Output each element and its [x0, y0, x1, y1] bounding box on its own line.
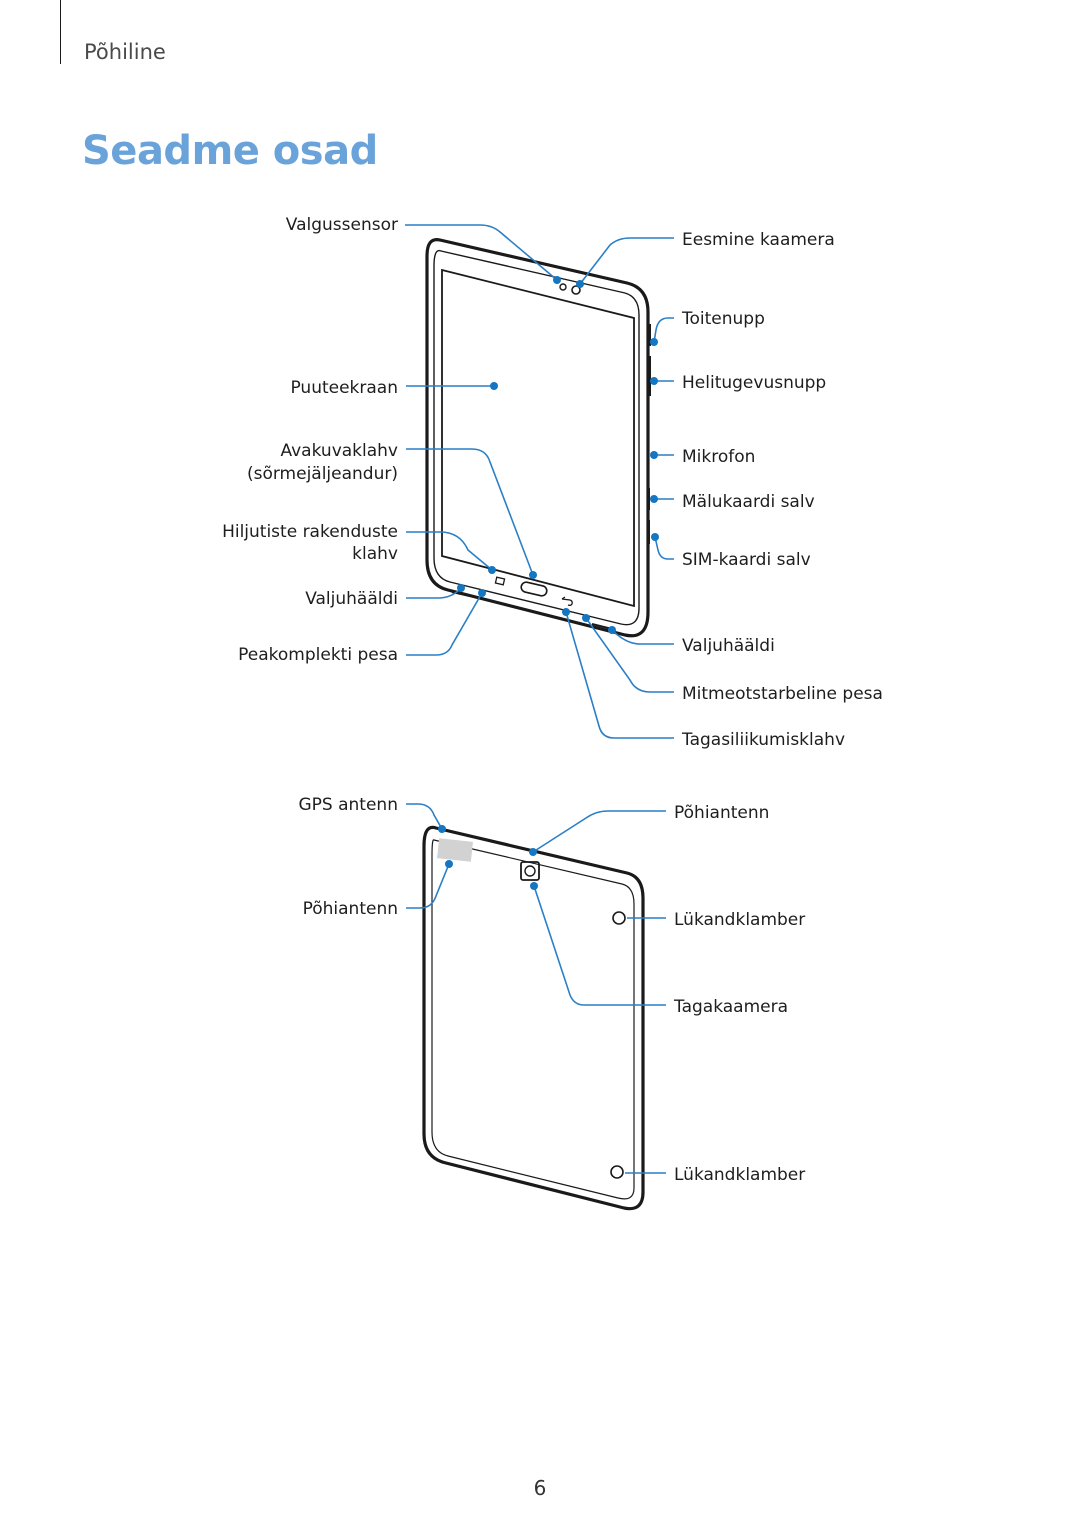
tablet-back-view: [422, 825, 645, 1211]
label-microphone: Mikrofon: [682, 447, 755, 467]
callout-sim-tray: SIM-kaardi salv: [651, 533, 811, 570]
home-key-icon: [520, 581, 548, 597]
callout-main-antenna-left: Põhiantenn: [303, 860, 453, 919]
rear-camera-icon: [520, 861, 540, 881]
hook-hole-top-icon: [612, 911, 626, 925]
page-title: Seadme osad: [82, 128, 378, 174]
section-rule: [60, 0, 61, 64]
callout-recent-apps: Hiljutiste rakenduste klahv: [222, 522, 496, 574]
callout-rear-camera: Tagakaamera: [530, 882, 788, 1017]
label-sim-tray: SIM-kaardi salv: [682, 550, 811, 570]
label-light-sensor: Valgussensor: [286, 215, 398, 235]
callout-volume-key: Helitugevusnupp: [650, 373, 826, 393]
sim-tray-shape: [647, 520, 650, 544]
label-hook-top: Lükandklamber: [674, 910, 805, 930]
section-label: Põhiline: [84, 40, 166, 64]
callout-hook-bottom: Lükandklamber: [625, 1165, 805, 1185]
hook-hole-bottom-icon: [610, 1165, 624, 1179]
light-sensor-icon: [559, 283, 567, 291]
callout-multipurpose-jack: Mitmeotstarbeline pesa: [582, 614, 883, 704]
callout-speaker-left: Valjuhääldi: [305, 584, 465, 609]
label-speaker-left: Valjuhääldi: [305, 589, 398, 609]
label-recent-apps-2: klahv: [352, 544, 398, 564]
label-hook-bottom: Lükandklamber: [674, 1165, 805, 1185]
label-front-camera: Eesmine kaamera: [682, 230, 835, 250]
label-multipurpose-jack: Mitmeotstarbeline pesa: [682, 684, 883, 704]
recent-apps-icon: [494, 576, 506, 586]
label-home-key-1: Avakuvaklahv: [280, 441, 398, 461]
back-key-icon: [561, 596, 573, 606]
callout-hook-top: Lükandklamber: [627, 910, 805, 930]
callout-home-key: Avakuvaklahv (sõrmejäljeandur): [247, 441, 537, 579]
callout-gps-antenna: GPS antenn: [299, 795, 446, 833]
callout-front-camera: Eesmine kaamera: [576, 230, 835, 288]
label-power-key: Toitenupp: [681, 309, 765, 329]
device-layout-diagram: Valgussensor Puuteekraan Avakuvaklahv (s…: [222, 215, 883, 1211]
label-touchscreen: Puuteekraan: [290, 378, 398, 398]
callout-memory-card-tray: Mälukaardi salv: [650, 492, 815, 512]
callout-headset-jack: Peakomplekti pesa: [238, 589, 486, 665]
memory-card-tray-shape: [647, 488, 650, 510]
label-speaker-right: Valjuhääldi: [682, 636, 775, 656]
antenna-band-shape: [437, 838, 473, 862]
label-volume-key: Helitugevusnupp: [682, 373, 826, 393]
label-rear-camera: Tagakaamera: [673, 997, 788, 1017]
callout-power-key: Toitenupp: [650, 309, 765, 346]
callout-touchscreen: Puuteekraan: [290, 378, 498, 398]
label-memory-card-tray: Mälukaardi salv: [682, 492, 815, 512]
callout-microphone: Mikrofon: [650, 447, 755, 467]
label-home-key-2: (sõrmejäljeandur): [247, 464, 398, 484]
callout-main-antenna-top: Põhiantenn: [529, 803, 769, 856]
callout-speaker-right: Valjuhääldi: [608, 626, 775, 656]
label-gps-antenna: GPS antenn: [299, 795, 399, 815]
callout-back-key: Tagasiliikumisklahv: [562, 608, 845, 750]
callout-light-sensor: Valgussensor: [286, 215, 561, 284]
power-button-shape: [647, 324, 651, 346]
front-camera-icon: [571, 285, 581, 295]
tablet-front-view: [425, 238, 651, 638]
page-number: 6: [533, 1476, 547, 1500]
label-back-key: Tagasiliikumisklahv: [681, 730, 845, 750]
label-recent-apps-1: Hiljutiste rakenduste: [222, 522, 398, 542]
label-main-antenna-top: Põhiantenn: [674, 803, 769, 823]
label-headset-jack: Peakomplekti pesa: [238, 645, 398, 665]
volume-button-shape: [647, 356, 651, 396]
label-main-antenna-left: Põhiantenn: [303, 899, 398, 919]
